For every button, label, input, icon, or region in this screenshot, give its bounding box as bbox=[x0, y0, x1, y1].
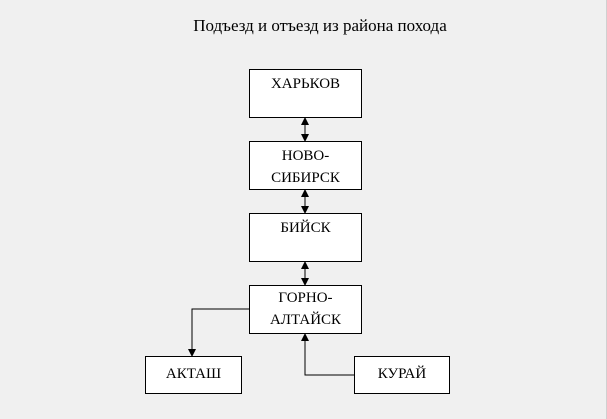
node-kharkov: ХАРЬКОВ bbox=[249, 69, 362, 118]
node-aktash-label: АКТАШ bbox=[165, 366, 222, 382]
node-kuray: КУРАЙ bbox=[354, 356, 450, 394]
node-novosibirsk-label: НОВО- СИБИРСК bbox=[271, 148, 340, 186]
node-gorno-altaysk-label: ГОРНО- АЛТАЙСК bbox=[269, 290, 342, 328]
node-aktash: АКТАШ bbox=[145, 356, 242, 394]
node-biysk-label: БИЙСК bbox=[280, 220, 331, 236]
node-novosibirsk: НОВО- СИБИРСК bbox=[249, 141, 362, 190]
edge-gorno-altaysk-aktash bbox=[188, 308, 249, 357]
node-gorno-altaysk: ГОРНО- АЛТАЙСК bbox=[249, 285, 362, 334]
edge-kuray-gorno-altaysk bbox=[301, 333, 354, 376]
node-biysk: БИЙСК bbox=[249, 213, 362, 262]
diagram-title: Подъезд и отъезд из района похода bbox=[193, 16, 447, 35]
node-kharkov-label: ХАРЬКОВ bbox=[270, 76, 341, 92]
node-kuray-label: КУРАЙ bbox=[377, 366, 427, 382]
